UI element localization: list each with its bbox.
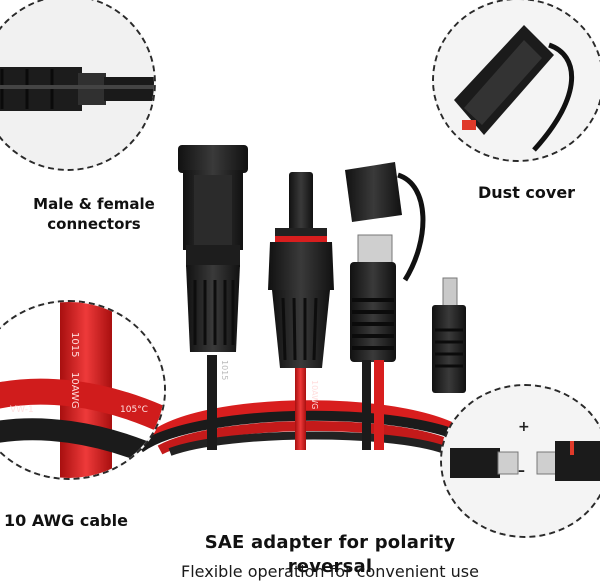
cable-closeup-print-c: 105°C	[120, 405, 148, 415]
connectors-label: Male & female connectors	[24, 194, 164, 235]
dust-cover-closeup-circle	[432, 0, 600, 162]
polarity-plus: +	[518, 419, 530, 435]
connectors-label-line1: Male & female	[33, 195, 155, 213]
cable-closeup-print-b: 10AWG	[69, 372, 80, 409]
black-cable	[207, 355, 217, 450]
sae-polarity-closeup-image	[442, 386, 600, 536]
sae-connector	[345, 162, 426, 450]
connector-closeup-circle	[0, 0, 156, 171]
cable-closeup-print-d: VW-1	[10, 405, 34, 415]
polarity-minus: –	[518, 463, 525, 479]
cable-label: 10 AWG cable	[4, 511, 128, 530]
cable-closeup-circle: 1015 10AWG VW-1 105°C	[0, 300, 166, 480]
male-connector	[268, 172, 334, 368]
flexible-operation-label: Flexible operation for convenient use	[181, 562, 479, 581]
connector-closeup-image	[0, 0, 154, 169]
sae-adapter-label: SAE adapter for polarity reversal	[204, 532, 456, 578]
sae-polarity-closeup-circle: + –	[440, 384, 600, 538]
cable-coil	[137, 400, 484, 456]
dust-cover-closeup-image	[434, 0, 600, 160]
cable-closeup-image: 1015 10AWG VW-1 105°C	[0, 302, 164, 478]
cable-closeup-print-a: 1015	[69, 332, 80, 357]
female-connector	[178, 145, 248, 352]
sae-plug-right	[432, 277, 466, 393]
cable-print-red: 10AWG	[310, 380, 319, 409]
dust-cover-label: Dust cover	[478, 183, 576, 202]
connectors-label-line2: connectors	[47, 215, 141, 234]
cable-print-black: 1015	[220, 360, 229, 380]
red-cable	[295, 365, 306, 450]
